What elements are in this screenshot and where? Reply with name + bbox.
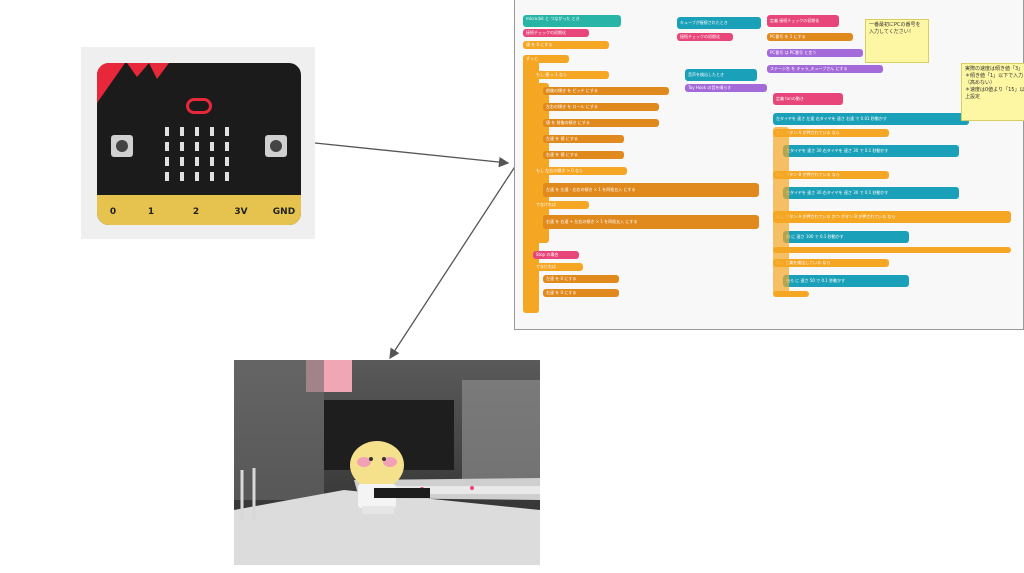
left-speed-calc-block[interactable]: 左速 を 左速 - 左右の傾き × 1 を四捨五入 にする [543, 183, 759, 197]
set-pc-number-block[interactable]: PC番号 を 1 にする [767, 33, 853, 41]
set-value-block[interactable]: 値 を 0 にする [523, 41, 609, 49]
else2-label: でなければ [533, 263, 583, 271]
if-music-end [773, 291, 809, 297]
pin-gnd-label: GND [272, 207, 296, 217]
set-from-pitch-block[interactable]: 値 を 前後の傾き にする [543, 119, 659, 127]
right-speed-calc-block[interactable]: 右速 を 右速 + 左右の傾き × 1 を四捨五入 にする [543, 215, 759, 229]
microbit-board: 0 1 2 3V GND [97, 63, 301, 225]
backward-block[interactable]: 後ろ に 速さ 50 で 0.1 秒動かす [783, 275, 909, 287]
edge-connector [97, 195, 301, 225]
note-speed-setting: 実際の速度は傾き値「3」 ＊傾き値「1」以下で入力（高めない） ＊速度は0値より… [961, 63, 1024, 121]
arrow-code-to-photo [389, 164, 517, 360]
robot-arm [374, 488, 430, 498]
cube-connected-hat[interactable]: キューブが接続されたとき [677, 17, 761, 29]
stop-case-block[interactable]: Stop の場合 [533, 251, 579, 259]
pin-1-label: 1 [147, 207, 155, 217]
set-right-speed-block[interactable]: 右速 を 値 にする [543, 151, 624, 159]
reset-right-block[interactable]: 右速 を 0 にする [543, 289, 619, 297]
roll-block[interactable]: 左右の傾き を ロール にする [543, 103, 659, 111]
pin-0-label: 0 [109, 207, 117, 217]
if-both-buttons-block[interactable]: もし ボタン A が押されている かつ ボタン B が押されている なら [773, 211, 1011, 223]
microbit-panel: 0 1 2 3V GND [81, 47, 315, 239]
turn-right-block[interactable]: 左タイヤを 速さ 30 右タイヤを 速さ 30 で 0.1 秒動かす [783, 187, 959, 199]
pin-2-label: 2 [192, 207, 200, 217]
define-tan-hat[interactable]: 定義 tanの動き [773, 93, 843, 105]
arrow-microbit-to-code [314, 142, 510, 168]
toy-hook-sound-block[interactable]: Toy Hook の音を鳴らす [685, 84, 767, 92]
set-left-speed-block[interactable]: 左速 を 値 にする [543, 135, 624, 143]
robot-photo [234, 360, 540, 565]
move-wheels-block[interactable]: 左タイヤを 速さ 左速 右タイヤを 速さ 右速 で 0.01 秒動かす [773, 113, 969, 125]
if-roll-block[interactable]: もし 左右の傾き > 0 なら [533, 167, 627, 175]
if-button-b-block[interactable]: もし ボタン B が押されている なら [773, 171, 889, 179]
init-call-block[interactable]: 接続チェックの初期化 [523, 29, 589, 37]
start-hat-block[interactable]: micro:bit と つながった とき [523, 15, 621, 27]
note-pc-number: 一番最初にPCの番号を入力してください！ [865, 19, 929, 63]
robot-scene [234, 360, 540, 565]
else-label: でなければ [533, 201, 589, 209]
pitch-block[interactable]: 前後の傾き を ピッチ にする [543, 87, 669, 95]
led-matrix [165, 127, 229, 181]
if-button-a-block[interactable]: もし ボタン A が押されている なら [773, 129, 889, 137]
set-stage-block[interactable]: ステージ名 を キャラ_キューブさん にする [767, 65, 883, 73]
if-both-end [773, 247, 1011, 253]
button-b[interactable] [265, 135, 287, 157]
forever-label: ずっと [523, 55, 569, 63]
say-pc-number-block[interactable]: PC番号 は PC番号 と言う [767, 49, 863, 57]
robot-head [350, 441, 404, 489]
pin-3v-label: 3V [234, 207, 248, 217]
if-value-block[interactable]: もし 値 = 1 なら [533, 71, 609, 79]
if-music-block[interactable]: もし 音楽を検出している なら [773, 259, 889, 267]
logo-icon [186, 98, 212, 114]
sound-detected-hat[interactable]: 音声を検出したとき [685, 69, 757, 81]
turn-left-block[interactable]: 左タイヤを 速さ 30 右タイヤを 速さ 30 で 0.1 秒動かす [783, 145, 959, 157]
code-panel: micro:bit と つながった とき 接続チェックの初期化 値 を 0 にす… [514, 0, 1024, 330]
red-accent-shapes [97, 63, 169, 103]
forward-block[interactable]: 前 に 速さ 100 で 0.1 秒動かす [783, 231, 909, 243]
reset-left-block[interactable]: 左速 を 0 にする [543, 275, 619, 283]
define-init-hat[interactable]: 定義 接続チェックの初期化 [767, 15, 839, 27]
tan-script-spine [773, 127, 789, 295]
button-a[interactable] [111, 135, 133, 157]
cube-init-block[interactable]: 接続チェックの初期化 [677, 33, 733, 41]
